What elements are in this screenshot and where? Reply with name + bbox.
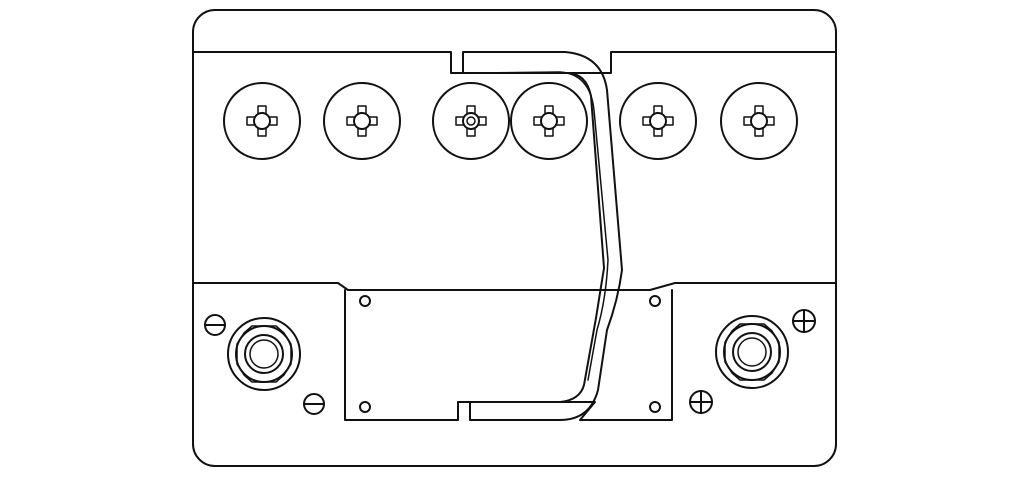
vent-cap-3	[432, 82, 510, 160]
plus-symbol-bottom	[689, 390, 713, 414]
hole-top-right	[649, 295, 661, 307]
negative-terminal	[227, 317, 301, 391]
mounting-holes	[359, 295, 661, 413]
vent-cap-6	[720, 82, 798, 160]
hole-bottom-left	[359, 401, 371, 413]
vent-cap-2	[323, 82, 401, 160]
battery-case-outline	[192, 9, 837, 467]
vent-caps-row	[223, 82, 798, 160]
battery-lid	[192, 51, 837, 74]
positive-terminal	[715, 315, 789, 389]
lid-side-lines	[192, 282, 837, 291]
vent-cap-4	[510, 82, 588, 160]
hole-top-left	[359, 295, 371, 307]
carry-handle	[462, 51, 623, 421]
minus-symbol-top	[204, 314, 226, 336]
vent-cap-5	[619, 82, 697, 160]
plus-symbol-top	[792, 309, 816, 333]
hole-bottom-right	[649, 401, 661, 413]
minus-symbol-bottom	[303, 393, 325, 415]
center-recess-panel	[344, 289, 673, 421]
vent-cap-1	[223, 82, 301, 160]
